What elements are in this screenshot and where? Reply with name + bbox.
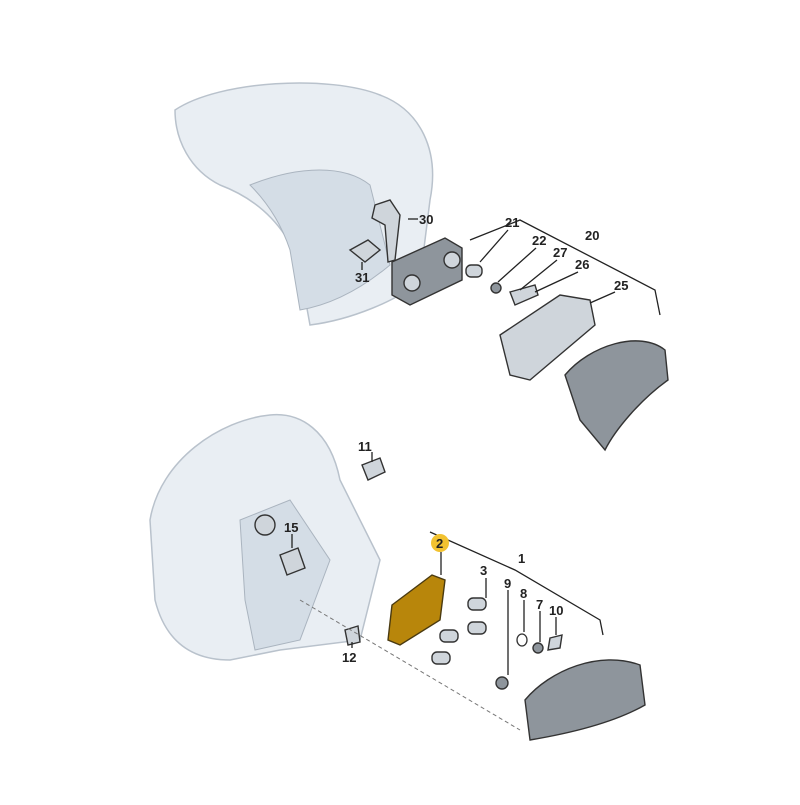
callout-20: 20 [585,228,599,243]
callout-21: 21 [505,215,519,230]
callout-25: 25 [614,278,628,293]
callout-1: 1 [518,551,525,566]
lower-car-body [149,413,386,661]
callout-3: 3 [480,563,487,578]
bulb-carrier [299,574,646,741]
callout-2: 2 [436,536,443,551]
upper-leader-lines [361,218,661,316]
highlight-marker [431,534,449,552]
upper-lamp-carrier [348,199,669,452]
callout-7: 7 [536,597,543,612]
upper-callouts: 30 31 21 22 27 20 26 25 [355,212,628,293]
callout-8: 8 [520,586,527,601]
callout-15: 15 [284,520,298,535]
callout-9: 9 [504,576,511,591]
callout-27: 27 [553,245,567,260]
callout-22: 22 [532,233,546,248]
callout-12: 12 [342,650,356,665]
upper-car-body [174,82,434,326]
callout-11: 11 [358,439,372,454]
callout-26: 26 [575,257,589,272]
callout-30: 30 [419,212,433,227]
lower-leader-lines [291,452,604,675]
lower-callouts: 11 15 2 1 3 9 8 7 10 12 [284,439,563,665]
callout-10: 10 [549,603,563,618]
callout-31: 31 [355,270,369,285]
